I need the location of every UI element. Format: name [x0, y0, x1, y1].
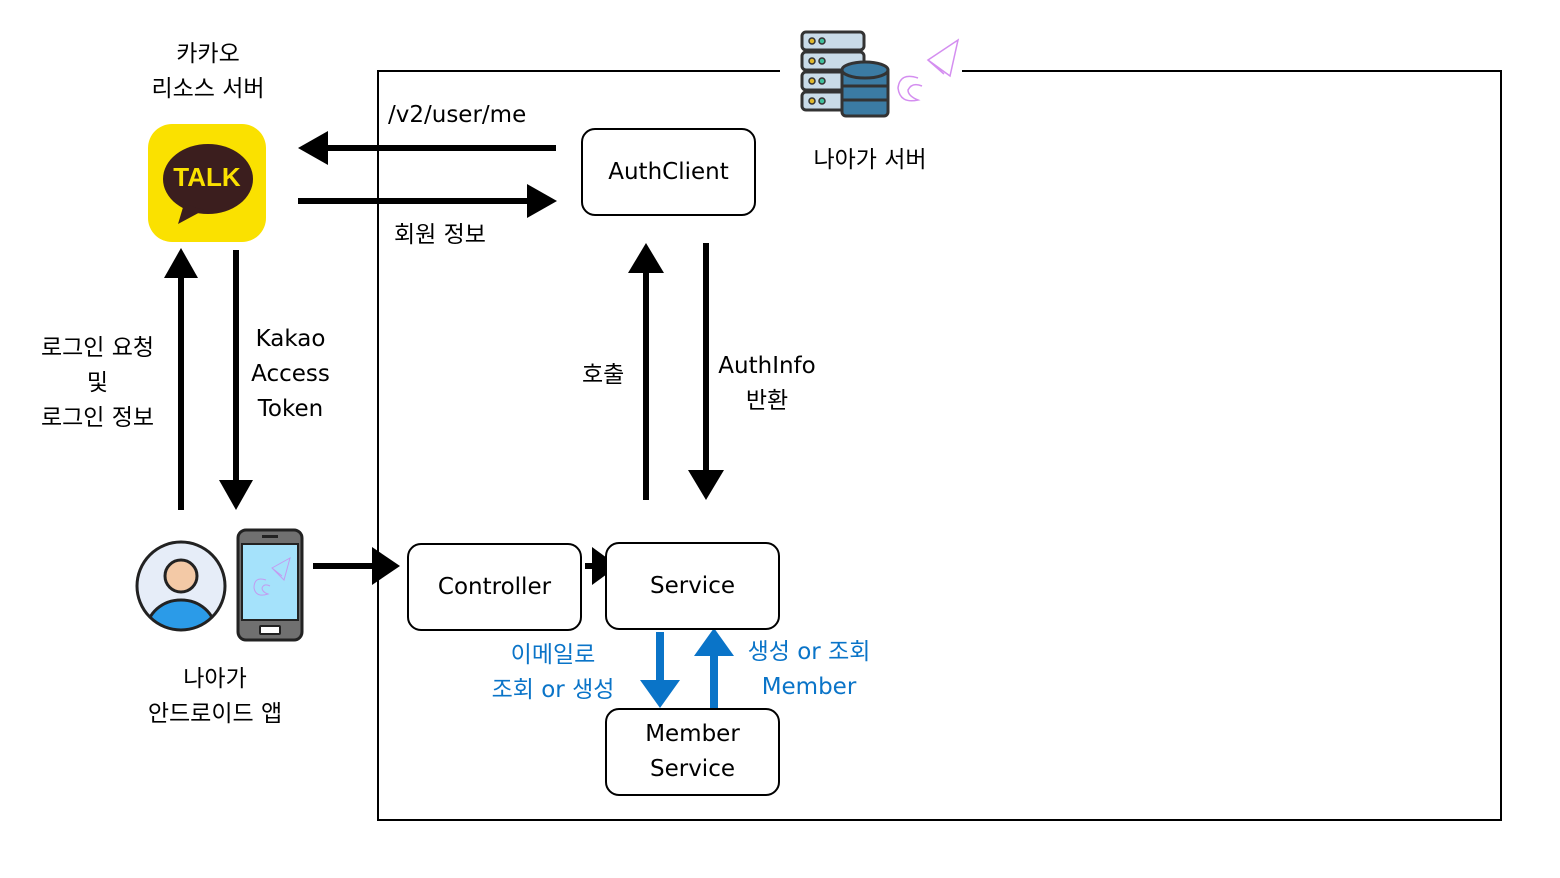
arrow-create-or-lookup — [694, 628, 734, 708]
edge-label-create-or-lookup-member: 생성 or 조회 Member — [747, 639, 871, 700]
arrow-v2-user-me — [298, 131, 556, 165]
service-box[interactable]: Service — [605, 542, 780, 630]
edge-label-call: 호출 — [582, 362, 625, 388]
edge-label-member-info: 회원 정보 — [394, 222, 486, 248]
edge-label-v2-user-me: /v2/user/me — [388, 102, 527, 128]
kakaotalk-icon-text: TALK — [173, 162, 241, 192]
member-service-box[interactable]: Member Service — [605, 708, 780, 796]
arrow-kakao-token — [219, 250, 253, 510]
kakao-server-label-line2: 리소스 서버 — [151, 76, 265, 102]
smartphone-icon — [236, 528, 304, 642]
user-avatar-icon — [133, 538, 229, 634]
edge-label-authinfo-return: AuthInfo 반환 — [718, 353, 816, 414]
arrow-member-info — [298, 184, 557, 218]
edge-label-kakao-token: Kakao Access Token — [251, 326, 330, 422]
arrow-call — [628, 243, 664, 500]
edge-label-login-request: 로그인 요청 및 로그인 정보 — [40, 335, 155, 431]
arrow-authinfo-return — [688, 243, 724, 500]
controller-box[interactable]: Controller — [407, 543, 582, 631]
naya-server-label: 나아가 서버 — [813, 147, 927, 173]
android-app-label-line1: 나아가 — [183, 666, 247, 692]
server-boundary — [377, 70, 1502, 821]
edge-label-lookup-by-email: 이메일로 조회 or 생성 — [491, 642, 615, 703]
arrow-login-request — [164, 248, 198, 510]
auth-client-box[interactable]: AuthClient — [581, 128, 756, 216]
kakao-server-label-line1: 카카오 — [176, 41, 240, 67]
arrow-app-to-controller — [313, 547, 400, 585]
arrow-lookup-by-email — [640, 632, 680, 708]
server-database-icon — [800, 30, 960, 120]
android-app-label-line2: 안드로이드 앱 — [147, 701, 283, 727]
kakaotalk-icon: TALK — [148, 124, 266, 242]
